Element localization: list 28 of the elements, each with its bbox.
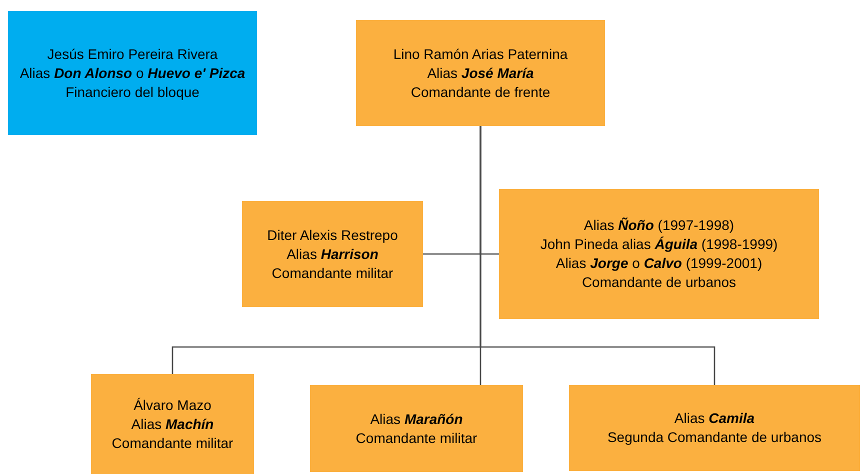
box-text: Comandante militar [356, 428, 478, 448]
box-text: Alias José María [427, 64, 534, 82]
box-text: John Pineda alias Águila (1998-1999) [540, 235, 778, 254]
person-box [242, 201, 423, 307]
person-box [569, 385, 860, 471]
box-text: Financiero del bloque [66, 82, 200, 102]
person-box [310, 385, 523, 472]
person-box [499, 189, 819, 319]
box-text: Alias Harrison [286, 244, 378, 264]
box-text: Diter Alexis Restrepo [267, 226, 398, 244]
connector-line [480, 126, 716, 385]
box-text: Alias Don Alonso o Huevo e' Pizca [20, 64, 246, 82]
box-text: Jesús Emiro Pereira Rivera [47, 44, 218, 64]
box-text: Alias Camila [674, 409, 755, 428]
box-text: Alias Machín [131, 414, 214, 434]
box-text: Comandante de urbanos [582, 273, 736, 292]
box-text: Comandante militar [272, 264, 394, 282]
box-text: Alias Ñoño (1997-1998) [584, 216, 734, 235]
person-box [356, 20, 605, 126]
box-text: Comandante militar [112, 434, 234, 452]
box-text: Álvaro Mazo [134, 396, 212, 414]
box-text: Alias Marañón [370, 410, 463, 428]
box-text: Segunda Comandante de urbanos [607, 428, 822, 447]
person-box [91, 374, 254, 474]
box-text: Comandante de frente [410, 82, 550, 102]
box-text: Lino Ramón Arias Paternina [393, 44, 568, 64]
box-text: Alias Jorge o Calvo (1999-2001) [556, 254, 762, 273]
person-box [8, 11, 257, 135]
